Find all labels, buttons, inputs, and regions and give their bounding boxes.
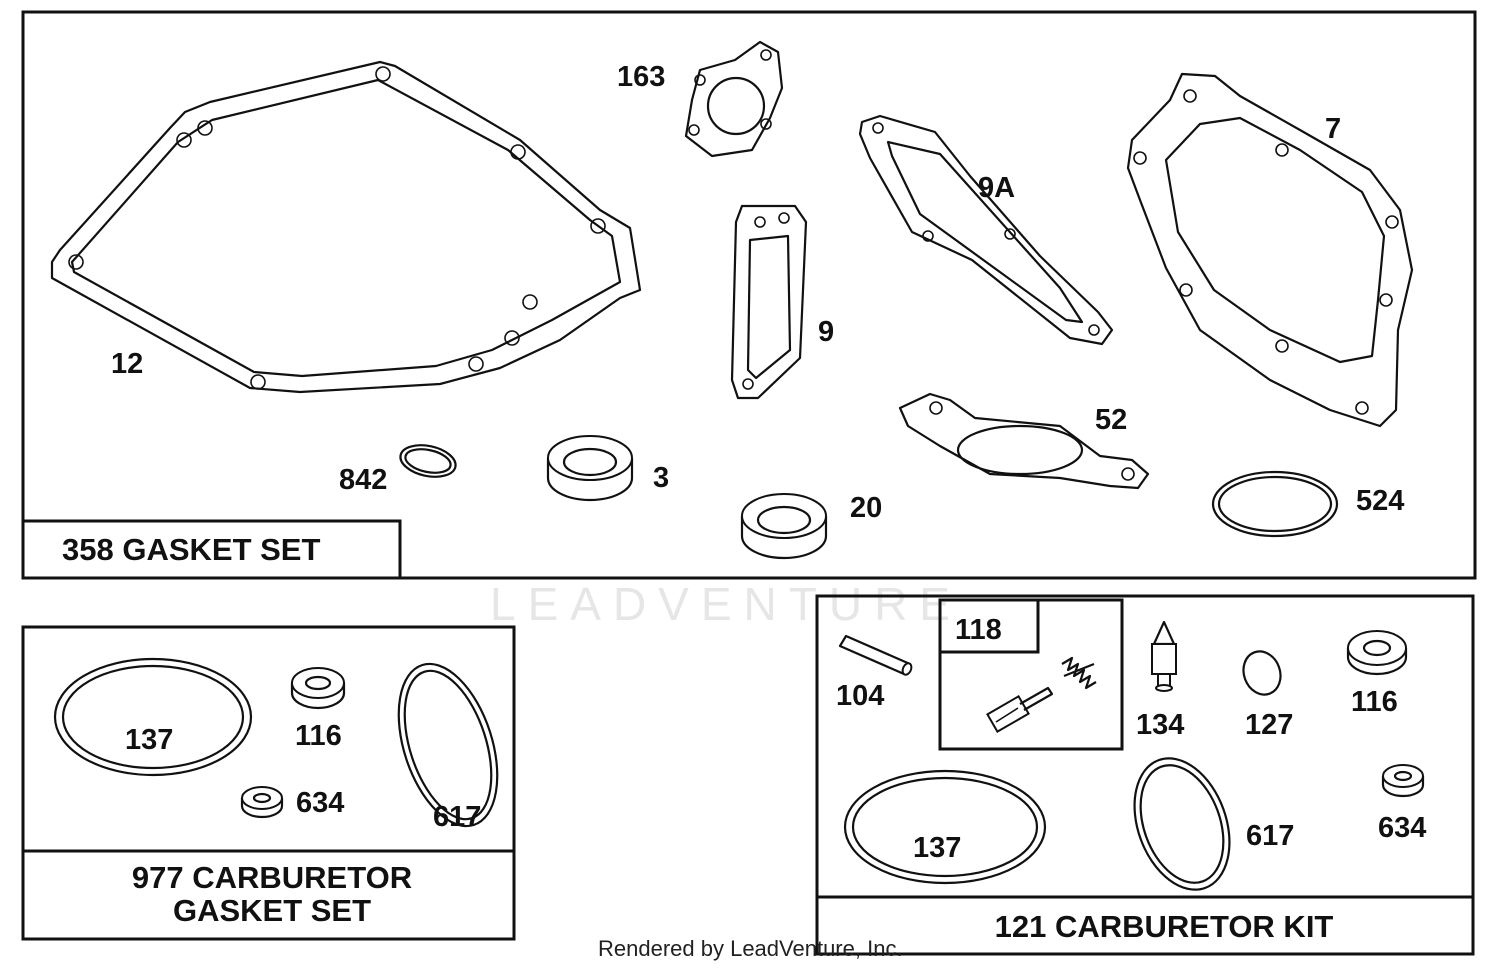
carb-gasket-set-title-2: GASKET SET	[173, 893, 371, 928]
part-20-oil-seal	[740, 493, 828, 560]
callout-127: 127	[1245, 709, 1293, 741]
callout-163: 163	[617, 61, 665, 93]
gasket-set-title-box	[21, 519, 402, 580]
footer-credit: Rendered by LeadVenture, Inc.	[598, 936, 903, 961]
callout-9a: 9A	[978, 172, 1015, 204]
callout-617: 617	[433, 801, 481, 833]
callout-634-kit: 634	[1378, 812, 1426, 844]
part-9-breather-gasket	[730, 204, 808, 400]
callout-20: 20	[850, 492, 882, 524]
callout-9: 9	[818, 316, 834, 348]
part-842-ring	[399, 444, 457, 478]
callout-524: 524	[1356, 485, 1404, 517]
callout-137-kit: 137	[913, 832, 961, 864]
callout-842: 842	[339, 464, 387, 496]
part-617-ring	[397, 662, 499, 828]
part-634-washer-kit	[1381, 764, 1425, 798]
part-163-gasket	[684, 40, 784, 158]
part-116-washer-kit	[1346, 630, 1408, 676]
gasket-set-frame	[21, 10, 1477, 580]
carb-kit-title: 121 CARBURETOR KIT	[995, 909, 1334, 944]
part-617-ring-kit	[1133, 757, 1231, 891]
callout-118: 118	[955, 614, 1002, 646]
part-52-exhaust-gasket	[898, 392, 1150, 490]
carb-kit-section: 121 CARBURETOR KIT 118 104 134	[815, 594, 1475, 956]
callout-7: 7	[1325, 113, 1341, 145]
part-137-ring-kit	[843, 769, 1047, 885]
callout-634: 634	[296, 787, 344, 819]
part-116-washer	[290, 667, 346, 710]
callout-116: 116	[295, 720, 342, 752]
callout-52: 52	[1095, 404, 1127, 436]
part-9a-gasket	[858, 114, 1114, 346]
callout-116-kit: 116	[1351, 686, 1398, 718]
carb-gasket-set-title-1: 977 CARBURETOR	[132, 860, 412, 895]
carb-gasket-set-frame	[21, 625, 516, 941]
part-3-oil-seal	[546, 435, 634, 502]
part-127-plug	[1242, 650, 1282, 696]
part-12-crankcase-gasket	[50, 60, 642, 394]
callout-137: 137	[125, 724, 173, 756]
carb-gasket-set-section: 977 CARBURETOR GASKET SET 137 116 634 61…	[21, 625, 516, 941]
callout-12: 12	[111, 348, 143, 380]
part-524-ring	[1211, 470, 1339, 538]
subkit-118-label-box	[938, 598, 1040, 654]
callout-3: 3	[653, 462, 669, 494]
gasket-set-section: 358 GASKET SET 12 163 9	[21, 10, 1477, 580]
watermark: LEADVENTURE	[490, 578, 962, 630]
callout-134: 134	[1136, 709, 1184, 741]
carb-kit-title-box	[815, 895, 1475, 956]
part-134-needle	[1151, 620, 1177, 692]
part-7-head-gasket	[1126, 72, 1414, 428]
part-104-pin	[838, 634, 913, 676]
part-118-spring-screw	[986, 656, 1097, 734]
part-634-washer	[240, 786, 284, 819]
callout-104: 104	[836, 680, 884, 712]
part-137-ring	[53, 657, 253, 777]
gasket-set-title: 358 GASKET SET	[62, 532, 320, 567]
callout-617-kit: 617	[1246, 820, 1294, 852]
